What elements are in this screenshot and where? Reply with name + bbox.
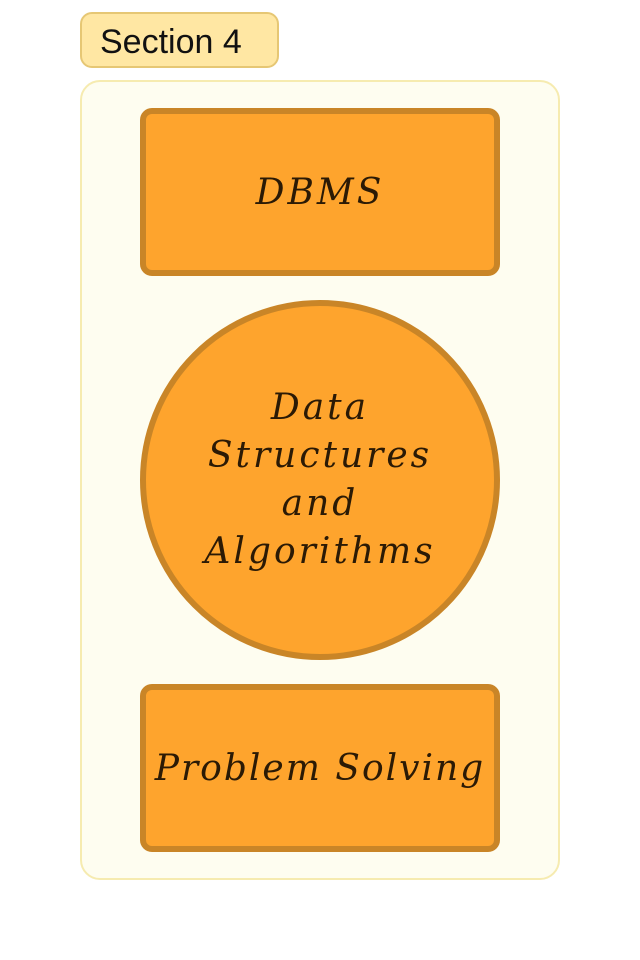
- node-dbms[interactable]: DBMS: [140, 108, 500, 276]
- section-label: Section 4: [80, 12, 279, 68]
- node-dbms-label: DBMS: [255, 171, 385, 213]
- node-dsa-label: Data Structures and Algorithms: [204, 387, 436, 572]
- node-problem-solving-label: Problem Solving: [154, 747, 486, 789]
- node-data-structures-and-algorithms[interactable]: Data Structures and Algorithms: [140, 300, 500, 660]
- node-problem-solving[interactable]: Problem Solving: [140, 684, 500, 852]
